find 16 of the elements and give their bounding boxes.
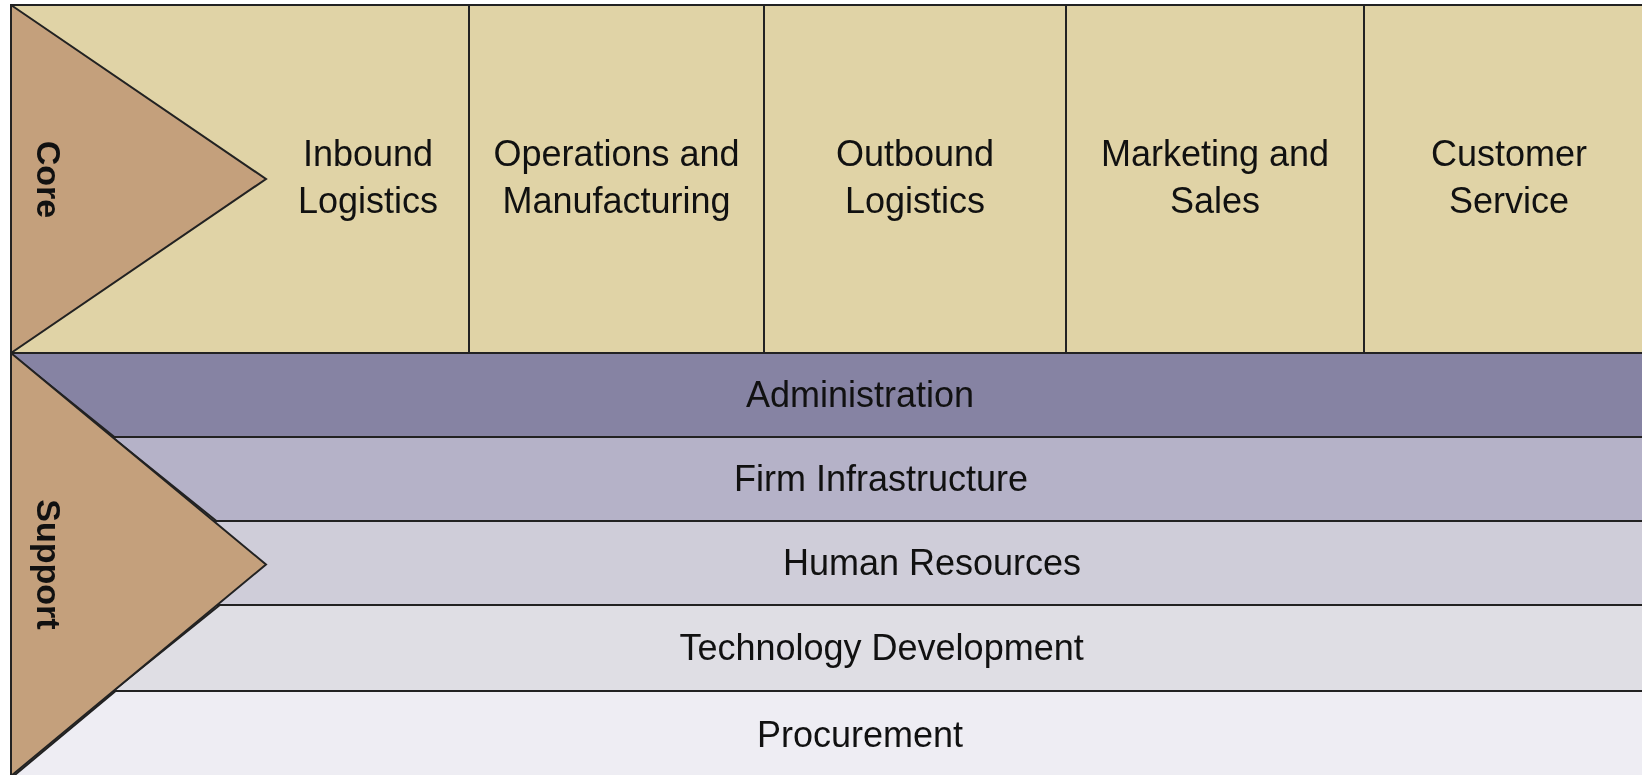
band-label: Administration <box>745 372 975 417</box>
activity-label: Outbound Logistics <box>834 132 996 223</box>
activity-label: Marketing and Sales <box>1099 132 1331 223</box>
section-label: Core <box>28 140 68 218</box>
support-triangle <box>10 352 268 775</box>
band-label: Human Resources <box>782 540 1082 585</box>
activity-label: Inbound Logistics <box>296 132 440 223</box>
activity-label: Operations and Manufacturing <box>492 132 741 223</box>
band-label: Procurement <box>756 712 964 757</box>
band-label: Firm Infrastructure <box>733 456 1028 501</box>
activity-label: Customer Service <box>1429 132 1588 223</box>
support-band <box>112 436 1642 522</box>
section-label: Support <box>28 499 68 630</box>
core-triangle <box>10 4 268 354</box>
support-band <box>213 520 1642 606</box>
band-label: Technology Development <box>679 625 1084 670</box>
